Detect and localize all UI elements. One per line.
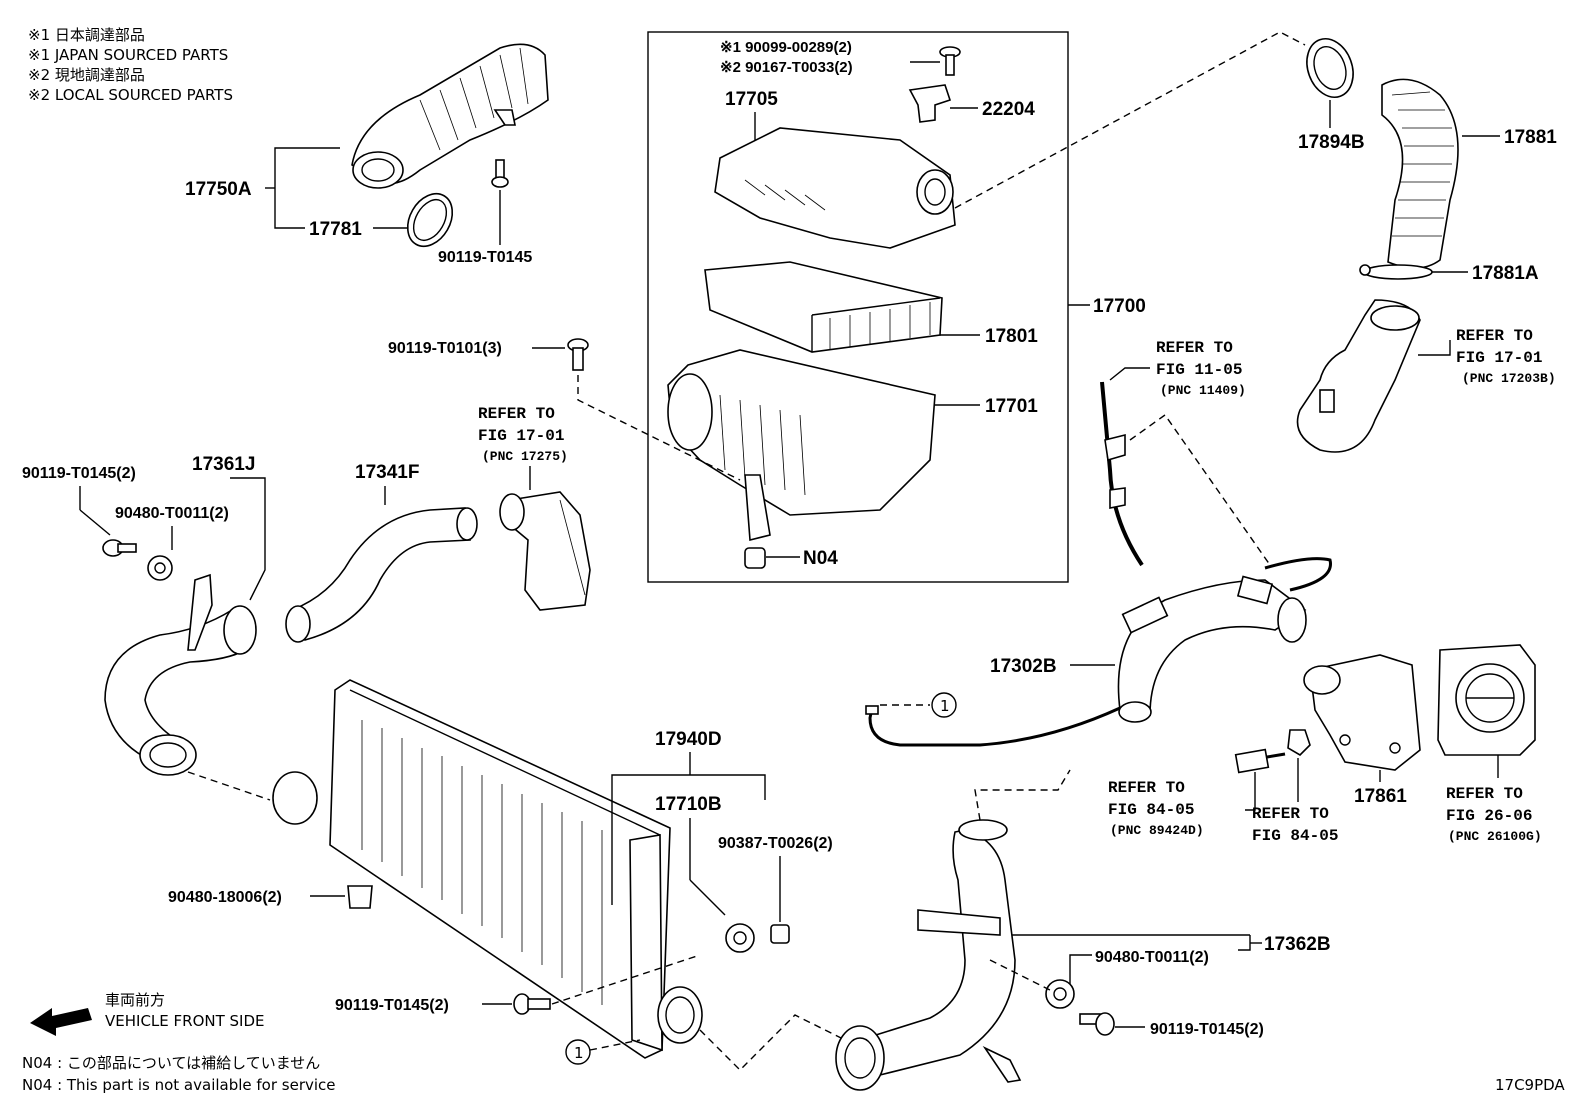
part-nut-84-05 — [1287, 729, 1311, 757]
air-cleaner-assy-frame — [647, 31, 1069, 583]
ref-26100G-l3[interactable]: (PNC 26100G) — [1448, 829, 1542, 844]
label-90119-T0145-b[interactable]: 90119-T0145(2) — [22, 465, 136, 482]
label-90099-00289[interactable]: ※1 90099-00289(2) — [720, 39, 852, 56]
part-17701-case — [667, 349, 936, 542]
ref-89424D-l2[interactable]: FIG 84-05 — [1108, 801, 1194, 819]
part-26100G-throttle-body — [1437, 644, 1536, 756]
label-90119-T0145-c[interactable]: 90119-T0145(2) — [335, 997, 449, 1014]
part-17275-pipe — [499, 491, 591, 611]
ref-17203B-l3[interactable]: (PNC 17203B) — [1462, 371, 1556, 386]
ref-11409-l2[interactable]: FIG 11-05 — [1156, 361, 1242, 379]
ref-84-05-l2[interactable]: FIG 84-05 — [1252, 827, 1338, 845]
legend-notes: ※1 日本調達部品 ※1 JAPAN SOURCED PARTS ※2 現地調達… — [28, 26, 233, 104]
part-17881-hose — [1381, 78, 1459, 269]
n04-note-jp: N04 : この部品については補給していません — [22, 1054, 320, 1072]
ref-17203B-l2[interactable]: FIG 17-01 — [1456, 349, 1542, 367]
part-17710B-cushion — [725, 923, 755, 953]
part-22204-sensor — [908, 84, 952, 123]
label-17341F[interactable]: 17341F — [355, 462, 419, 483]
part-17361J-hose — [104, 573, 257, 776]
figure-code: 17C9PDA — [1495, 1076, 1565, 1094]
label-90480-T0011-a[interactable]: 90480-T0011(2) — [115, 505, 229, 522]
label-17701[interactable]: 17701 — [985, 396, 1038, 417]
part-17705-cover — [714, 127, 956, 249]
cushion-90480-T0011-a — [147, 555, 173, 581]
part-17894B-clamp — [1306, 38, 1354, 98]
note-local-jp: ※2 現地調達部品 — [28, 66, 145, 84]
bolt-90119-T0145-a — [491, 159, 509, 188]
ref-11409-l1[interactable]: REFER TO — [1156, 339, 1233, 357]
label-22204[interactable]: 22204 — [982, 99, 1035, 120]
ref-26100G-l1[interactable]: REFER TO — [1446, 785, 1523, 803]
ref-11409-l3[interactable]: (PNC 11409) — [1160, 383, 1246, 398]
front-side-en: VEHICLE FRONT SIDE — [105, 1012, 265, 1030]
label-90119-T0145-a[interactable]: 90119-T0145 — [438, 249, 532, 266]
label-17894B[interactable]: 17894B — [1298, 132, 1365, 153]
part-17302B-hose — [1117, 557, 1332, 723]
front-side-jp: 車両前方 — [105, 991, 165, 1009]
part-89424D-sensor — [1234, 748, 1286, 774]
label-90119-T0145-d[interactable]: 90119-T0145(2) — [1150, 1021, 1264, 1038]
label-17801[interactable]: 17801 — [985, 326, 1038, 347]
part-17801-filter — [704, 261, 943, 353]
label-17940D[interactable]: 17940D — [655, 729, 722, 750]
label-90119-T0101[interactable]: 90119-T0101(3) — [388, 340, 502, 357]
label-17750A[interactable]: 17750A — [185, 179, 252, 200]
label-17302B[interactable]: 17302B — [990, 656, 1057, 677]
label-90387-T0026[interactable]: 90387-T0026(2) — [718, 835, 833, 852]
note-local-en: ※2 LOCAL SOURCED PARTS — [28, 86, 233, 104]
part-17362B-pipe — [835, 819, 1022, 1091]
bolt-90119-T0145-c — [513, 993, 551, 1015]
part-17203B-elbow — [1296, 299, 1421, 453]
part-17341F-hose — [285, 507, 478, 643]
label-17710B[interactable]: 17710B — [655, 794, 722, 815]
label-90480-18006[interactable]: 90480-18006(2) — [168, 889, 282, 906]
cushion-90480-T0011-b — [1045, 979, 1075, 1009]
part-11409-pipe — [1100, 381, 1144, 567]
part-17940D-intercooler — [272, 679, 703, 1059]
part-90387-T0026-collar — [770, 924, 790, 944]
bolt-90119-T0145-b — [102, 539, 137, 557]
screw-90099 — [939, 46, 961, 76]
label-90480-T0011-b[interactable]: 90480-T0011(2) — [1095, 949, 1209, 966]
label-17781[interactable]: 17781 — [309, 219, 362, 240]
note-japan-jp: ※1 日本調達部品 — [28, 26, 145, 44]
circle-ref-icon-b — [565, 1039, 591, 1065]
label-N04[interactable]: N04 — [803, 548, 838, 569]
part-17750A-duct — [351, 43, 549, 189]
label-17881[interactable]: 17881 — [1504, 127, 1557, 148]
ref-17203B-l1[interactable]: REFER TO — [1456, 327, 1533, 345]
ref-26100G-l2[interactable]: FIG 26-06 — [1446, 807, 1532, 825]
bolt-90119-T0101 — [567, 338, 589, 371]
ref-84-05-l1[interactable]: REFER TO — [1252, 805, 1329, 823]
label-17362B[interactable]: 17362B — [1264, 934, 1331, 955]
label-17705[interactable]: 17705 — [725, 89, 778, 110]
circle-ref-label-b: 1 — [574, 1044, 584, 1062]
part-N04-cushion — [744, 547, 766, 569]
circle-ref-icon-a — [931, 692, 957, 718]
ref-17275-l3[interactable]: (PNC 17275) — [482, 449, 568, 464]
bolt-90119-T0145-d — [1079, 1012, 1115, 1036]
front-arrow-icon — [30, 1008, 92, 1036]
cushion-90480-18006 — [347, 885, 373, 909]
n04-note-en: N04 : This part is not available for ser… — [22, 1076, 336, 1094]
part-17781-clamp — [406, 192, 454, 248]
note-japan-en: ※1 JAPAN SOURCED PARTS — [28, 46, 228, 64]
ref-17275-l2[interactable]: FIG 17-01 — [478, 427, 564, 445]
label-17361J[interactable]: 17361J — [192, 454, 255, 475]
label-17881A[interactable]: 17881A — [1472, 263, 1539, 284]
label-17861[interactable]: 17861 — [1354, 786, 1407, 807]
label-90167-T0033[interactable]: ※2 90167-T0033(2) — [720, 59, 853, 76]
part-17881A-clamp — [1359, 264, 1433, 280]
ref-17275-l1[interactable]: REFER TO — [478, 405, 555, 423]
part-17861-housing — [1303, 654, 1421, 771]
ref-89424D-l1[interactable]: REFER TO — [1108, 779, 1185, 797]
label-17700[interactable]: 17700 — [1093, 296, 1146, 317]
ref-89424D-l3[interactable]: (PNC 89424D) — [1110, 823, 1204, 838]
circle-ref-label-a: 1 — [940, 697, 950, 715]
